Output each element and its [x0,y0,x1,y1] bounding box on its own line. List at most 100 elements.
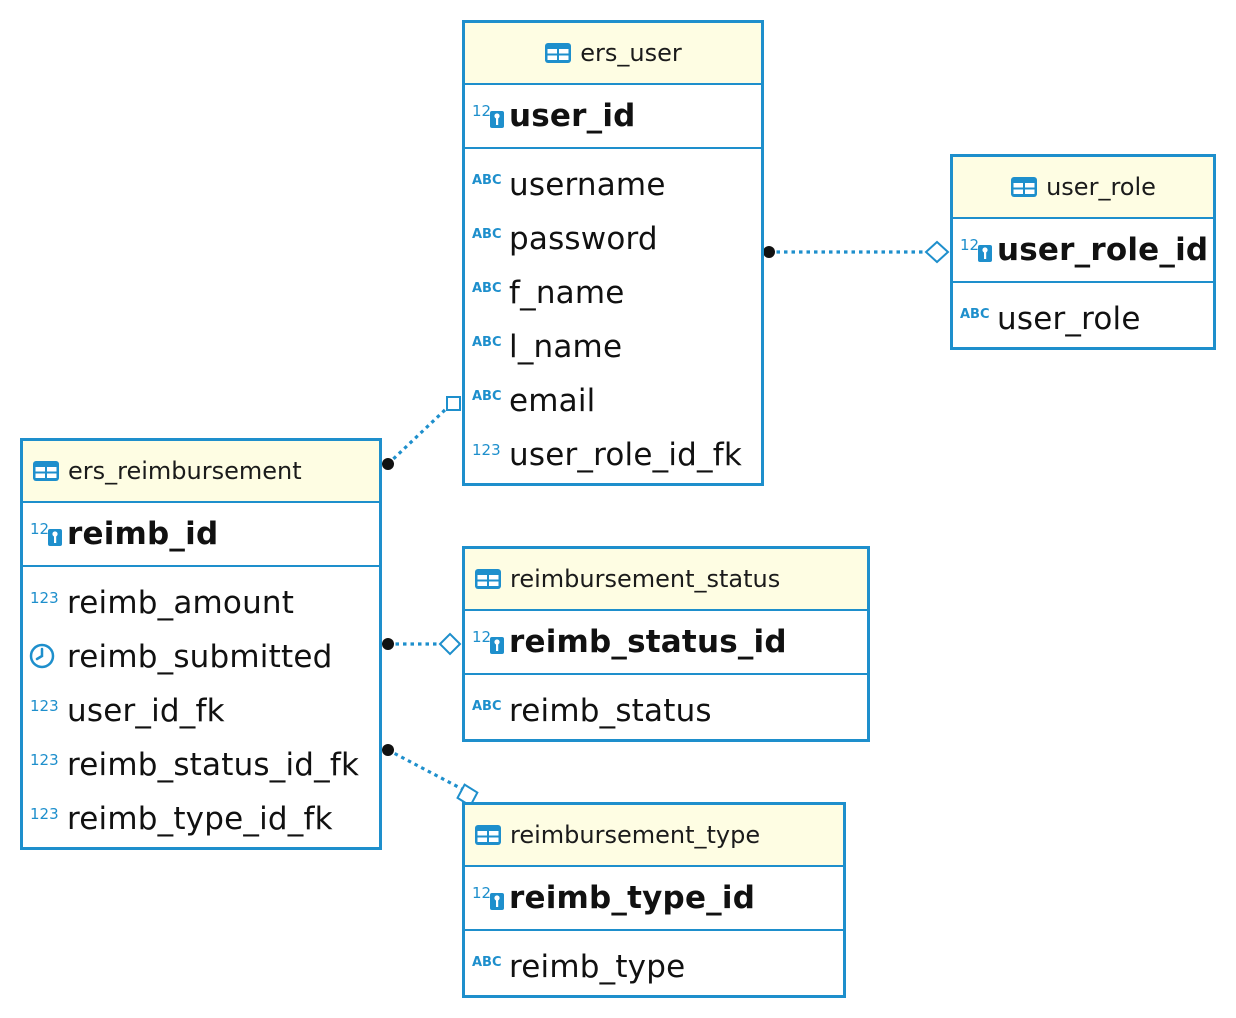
entity-reimbursement-type[interactable]: reimbursement_type 12 reimb_type_id ABC re… [462,802,846,998]
entity-header: user_role [953,157,1213,219]
column-list: ABC reimb_type [465,931,843,998]
column-row[interactable]: ABC password [465,212,761,266]
abc-icon: ABC [472,389,502,404]
column-row[interactable]: 123 user_id_fk [23,684,379,738]
svg-text:ABC: ABC [472,173,502,188]
number-icon: 123 [30,805,59,823]
abc-icon: ABC [960,307,990,322]
relationship-ers-reimbursement-ers-user [382,396,461,470]
svg-text:12: 12 [960,236,979,254]
column-name: l_name [509,329,623,365]
relationship-end-diamond [438,632,462,656]
entity-reimbursement-status[interactable]: reimbursement_status 12 reimb_status_id A… [462,546,870,742]
svg-text:ABC: ABC [472,335,502,350]
number-icon: 123 [30,751,59,769]
column-row[interactable]: ABC reimb_type [465,940,843,994]
column-name: username [509,167,666,203]
svg-text:ABC: ABC [960,307,990,322]
svg-text:ABC: ABC [472,955,502,970]
entity-header: reimbursement_type [465,805,843,867]
svg-text:123: 123 [30,589,59,607]
svg-text:12: 12 [472,884,491,902]
column-name: user_id_fk [67,693,225,729]
primary-key-name: user_id [509,98,636,134]
column-row[interactable]: ABC user_role [953,292,1213,346]
entity-title: reimbursement_status [510,565,781,593]
number-icon: 123 [30,697,59,715]
clock-icon [29,643,55,669]
entity-ers-reimbursement[interactable]: ers_reimbursement 12 reimb_id 123 reimb_am… [20,438,382,850]
primary-key-row[interactable]: 12 reimb_id [23,503,379,567]
svg-text:ABC: ABC [472,281,502,296]
abc-icon: ABC [472,227,502,242]
svg-text:ABC: ABC [472,389,502,404]
key-number-icon: 12 [472,102,504,128]
primary-key-name: reimb_type_id [509,880,756,916]
column-name: password [509,221,658,257]
column-row[interactable]: ABC username [465,158,761,212]
entity-header: ers_reimbursement [23,441,379,503]
column-name: user_role [997,301,1141,337]
svg-text:12: 12 [30,520,49,538]
column-row[interactable]: reimb_submitted [23,630,379,684]
entity-header: reimbursement_status [465,549,867,611]
column-name: reimb_amount [67,585,295,621]
column-row[interactable]: 123 reimb_amount [23,576,379,630]
primary-key-name: reimb_id [67,516,219,552]
primary-key-name: reimb_status_id [509,624,787,660]
svg-text:123: 123 [472,441,501,459]
abc-icon: ABC [472,955,502,970]
relationship-start-dot [382,458,394,470]
entity-title: ers_user [580,39,682,67]
abc-icon: ABC [472,173,502,188]
table-icon [1010,176,1038,198]
entity-title: user_role [1046,173,1156,201]
entity-title: reimbursement_type [510,821,761,849]
column-name: reimb_type [509,949,686,985]
entity-header: ers_user [465,23,761,85]
column-row[interactable]: 123 reimb_type_id_fk [23,792,379,846]
abc-icon: ABC [472,335,502,350]
primary-key-row[interactable]: 12 user_id [465,85,761,149]
relationship-ers-user-user-role [763,240,950,264]
svg-text:123: 123 [30,805,59,823]
table-icon [32,460,60,482]
abc-icon: ABC [472,281,502,296]
number-icon: 123 [30,589,59,607]
table-icon [474,568,502,590]
relationship-start-dot [382,638,394,650]
key-number-icon: 12 [960,236,992,262]
table-icon [474,824,502,846]
column-row[interactable]: ABC l_name [465,320,761,374]
column-list: ABC user_role [953,283,1213,350]
relationship-ers-reimbursement-reimbursement-type [382,744,479,808]
relationship-start-dot [763,246,775,258]
column-row[interactable]: ABC email [465,374,761,428]
column-list: 123 reimb_amount reimb_submitted 123 user_id… [23,567,379,850]
primary-key-row[interactable]: 12 reimb_type_id [465,867,843,931]
relationship-end-square [446,396,461,411]
primary-key-row[interactable]: 12 user_role_id [953,219,1213,283]
svg-text:123: 123 [30,697,59,715]
entity-user-role[interactable]: user_role 12 user_role_id ABC user_role [950,154,1216,350]
relationship-end-diamond [924,240,950,264]
column-name: email [509,383,596,419]
number-icon: 123 [472,441,501,459]
abc-icon: ABC [472,699,502,714]
column-name: reimb_submitted [67,639,333,675]
table-icon [544,42,572,64]
primary-key-row[interactable]: 12 reimb_status_id [465,611,867,675]
svg-text:ABC: ABC [472,699,502,714]
primary-key-name: user_role_id [997,232,1209,268]
svg-text:12: 12 [472,102,491,120]
column-name: reimb_type_id_fk [67,801,333,837]
svg-text:123: 123 [30,751,59,769]
svg-text:12: 12 [472,628,491,646]
